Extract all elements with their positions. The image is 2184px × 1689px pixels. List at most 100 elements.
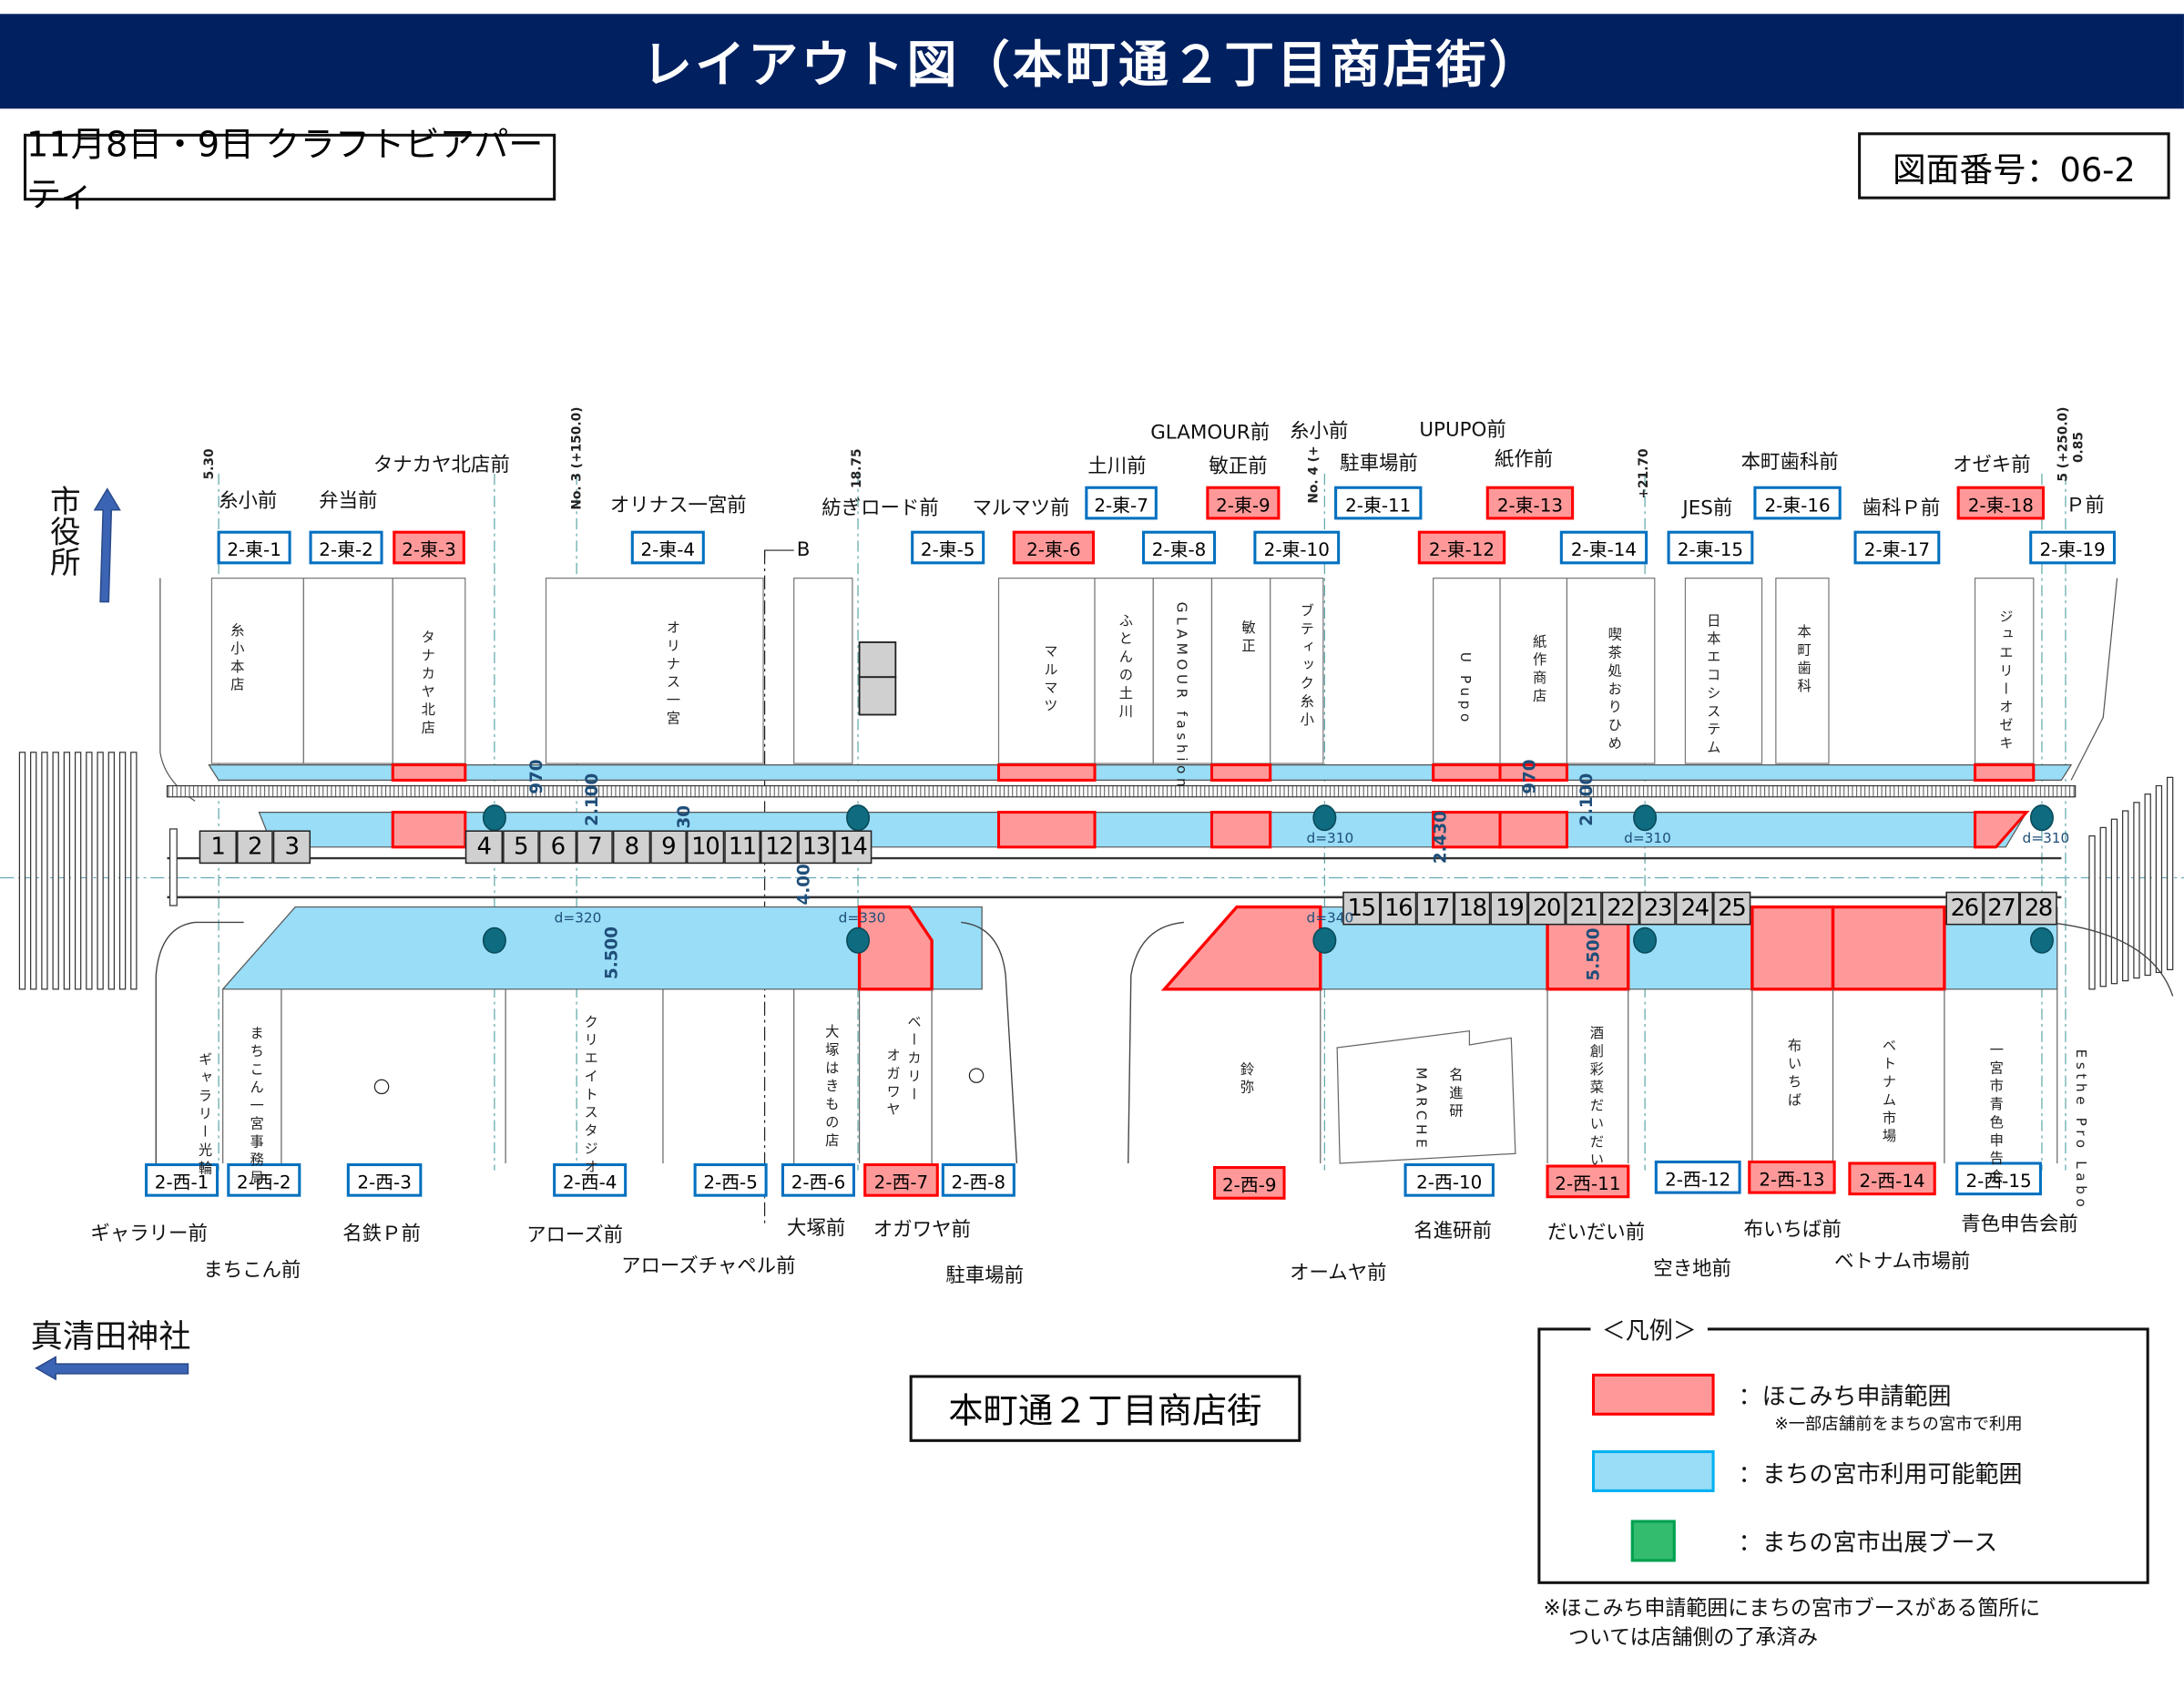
zone-tag-east[interactable]: 2-東-11 [1334, 486, 1423, 520]
booth-slot[interactable]: 22 [1601, 891, 1639, 926]
zone-tag-west[interactable]: 2-西-13 [1748, 1160, 1836, 1194]
zone-tag-east[interactable]: 2-東-14 [1559, 530, 1648, 565]
booth-slot[interactable]: 17 [1416, 891, 1454, 926]
hokomichi-area [391, 763, 467, 782]
available-area-west-left [221, 906, 983, 990]
zone-tag-west[interactable]: 2-西-1 [145, 1162, 219, 1197]
booth-slot[interactable]: 20 [1527, 891, 1566, 926]
zone-tag-west[interactable]: 2-西-12 [1654, 1160, 1741, 1194]
building-east [545, 578, 764, 764]
zone-tag-west[interactable]: 2-西-8 [941, 1162, 1015, 1197]
shop-front-label: オリナス一宮前 [609, 494, 747, 517]
zone-tag-west[interactable]: 2-西-2 [227, 1162, 301, 1197]
zone-tag-east[interactable]: 2-東-7 [1085, 486, 1158, 520]
booth-slot[interactable]: 27 [1982, 891, 2020, 926]
booth-slot[interactable]: 7 [576, 830, 613, 865]
crosswalk-stripe [74, 752, 82, 990]
building-east [1210, 578, 1271, 764]
booth-slot[interactable]: 14 [834, 830, 872, 865]
shop-front-label: 紙作前 [1494, 448, 1554, 471]
crosswalk-stripe [2144, 793, 2151, 977]
booth-slot[interactable]: 24 [1676, 891, 1713, 926]
shop-front-label: タナカヤ北店前 [373, 454, 510, 477]
zone-tag-west[interactable]: 2-西-14 [1848, 1162, 1936, 1196]
shop-front-label: まちこん前 [203, 1259, 301, 1282]
zone-tag-west[interactable]: 2-西-9 [1213, 1166, 1286, 1200]
pole-icon [482, 926, 506, 954]
zone-tag-east[interactable]: 2-東-8 [1142, 530, 1217, 565]
booth-slot[interactable]: 16 [1379, 891, 1417, 926]
booth-slot[interactable]: 15 [1342, 891, 1380, 926]
booth-slot[interactable]: 11 [723, 830, 760, 865]
booth-slot[interactable]: 28 [2019, 891, 2057, 926]
zone-tag-east[interactable]: 2-東-13 [1485, 486, 1575, 520]
zone-tag-west[interactable]: 2-西-10 [1403, 1162, 1495, 1197]
zone-tag-east[interactable]: 2-東-5 [911, 530, 985, 565]
crosswalk-stripe [2166, 776, 2174, 971]
building-east [302, 578, 393, 764]
booth-slot[interactable]: 13 [797, 830, 835, 865]
building-east [793, 578, 853, 764]
booth-slot[interactable]: 2 [236, 830, 273, 865]
crosswalk-stripe [86, 752, 93, 990]
booth-slot[interactable]: 19 [1490, 891, 1528, 926]
zone-tag-east[interactable]: 2-東-18 [1956, 486, 2046, 520]
booth-slot[interactable]: 5 [502, 830, 539, 865]
building-east [1094, 578, 1154, 764]
zone-tag-east[interactable]: 2-東-4 [630, 530, 705, 565]
zone-tag-west[interactable]: 2-西-3 [346, 1162, 423, 1197]
zone-tag-east[interactable]: 2-東-6 [1012, 530, 1096, 565]
zone-tag-west[interactable]: 2-西-7 [863, 1162, 939, 1197]
booth-slot[interactable]: 4 [464, 830, 503, 865]
building-east [1433, 578, 1501, 764]
booth-slot[interactable]: 10 [686, 830, 724, 865]
booth-slot[interactable]: 8 [612, 830, 650, 865]
zone-tag-east[interactable]: 2-東-10 [1253, 530, 1341, 565]
dimension-label: 5.500 [1583, 927, 1604, 981]
zone-tag-east[interactable]: 2-東-1 [217, 530, 291, 565]
zone-tag-west[interactable]: 2-西-4 [553, 1162, 628, 1197]
booth-slot[interactable]: 6 [538, 830, 577, 865]
zone-tag-west[interactable]: 2-西-11 [1546, 1164, 1630, 1199]
booth-slot[interactable]: 1 [199, 830, 237, 865]
booth-slot[interactable]: 18 [1454, 891, 1491, 926]
booth-slot[interactable]: 21 [1565, 891, 1602, 926]
booth-slot[interactable]: 3 [272, 830, 311, 865]
building-east [1684, 578, 1763, 764]
shop-front-label: アローズチャペル前 [621, 1254, 796, 1278]
zone-tag-east[interactable]: 2-東-19 [2029, 530, 2117, 565]
crosswalk-stripe [2155, 784, 2163, 974]
booth-slot[interactable]: 25 [1713, 891, 1750, 926]
zone-tag-east[interactable]: 2-東-15 [1667, 530, 1754, 565]
shop-front-label: 土川前 [1087, 456, 1147, 478]
shop-name-east: ジュエリーオゼキ [1995, 609, 2012, 754]
shop-name-east: 敏正 [1238, 619, 1254, 657]
zone-tag-east[interactable]: 2-東-16 [1753, 486, 1842, 520]
zone-tag-west[interactable]: 2-西-6 [781, 1162, 855, 1197]
shop-front-label: 敏正前 [1209, 456, 1268, 478]
shop-name-east: タナカヤ北店 [417, 630, 434, 739]
corner-curve [159, 578, 196, 802]
zone-tag-west[interactable]: 2-西-5 [693, 1162, 768, 1197]
page-title: レイアウト図（本町通２丁目商店街） [0, 14, 2184, 109]
booth-slot[interactable]: 23 [1638, 891, 1677, 926]
zone-tag-east[interactable]: 2-東-3 [393, 530, 465, 565]
booth-slot[interactable]: 9 [649, 830, 687, 865]
booth-slot[interactable]: 26 [1945, 891, 1983, 926]
zone-tag-east[interactable]: 2-東-17 [1853, 530, 1941, 565]
zone-tag-east[interactable]: 2-東-9 [1206, 486, 1281, 520]
dimension-label: d=310 [2022, 831, 2070, 847]
legend-swatch-hokomichi [1591, 1373, 1715, 1416]
shop-name-west: オガワヤ [883, 1048, 899, 1121]
street-name-box: 本町通２丁目商店街 [909, 1375, 1301, 1442]
corner-curve [1128, 921, 1184, 1163]
hokomichi-area [1974, 763, 2036, 782]
shop-name-east: 喫茶処おりひめ [1604, 627, 1620, 754]
zone-tag-west[interactable]: 2-西-15 [1955, 1162, 2042, 1196]
building-east [1270, 578, 1324, 764]
booth-slot[interactable]: 12 [760, 830, 798, 865]
parking-icon [373, 1079, 390, 1095]
zone-tag-east[interactable]: 2-東-12 [1417, 530, 1506, 565]
zone-tag-east[interactable]: 2-東-2 [309, 530, 383, 565]
pole-icon [1633, 804, 1658, 832]
